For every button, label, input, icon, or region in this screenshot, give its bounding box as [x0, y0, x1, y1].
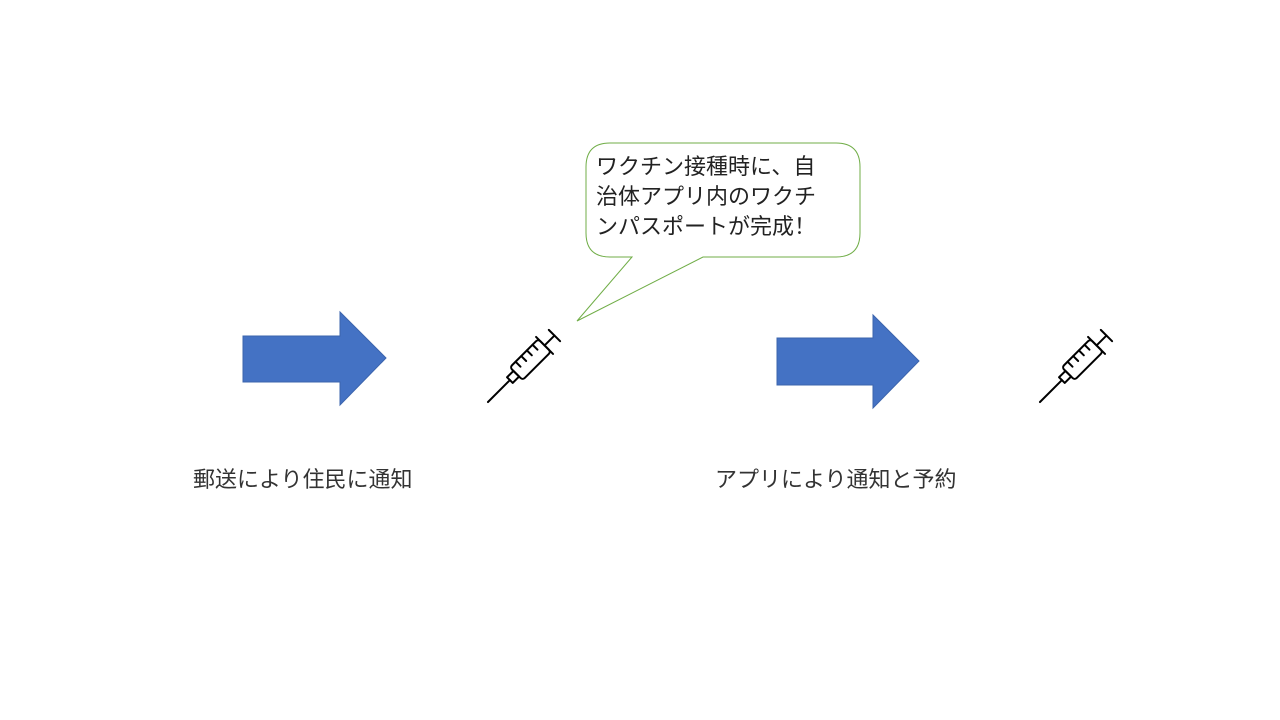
syringe-icon — [486, 328, 562, 404]
label-mail-notification: 郵送により住民に通知 — [193, 468, 413, 493]
arrow-right-icon — [242, 310, 387, 407]
callout-bubble — [576, 142, 861, 322]
callout-text: ワクチン接種時に、自 治体アプリ内のワクチ ンパスポートが完成！ — [596, 155, 817, 240]
label-app-notification: アプリにより通知と予約 — [715, 468, 957, 493]
arrow-right-icon — [776, 313, 920, 410]
syringe-icon — [1038, 328, 1114, 404]
